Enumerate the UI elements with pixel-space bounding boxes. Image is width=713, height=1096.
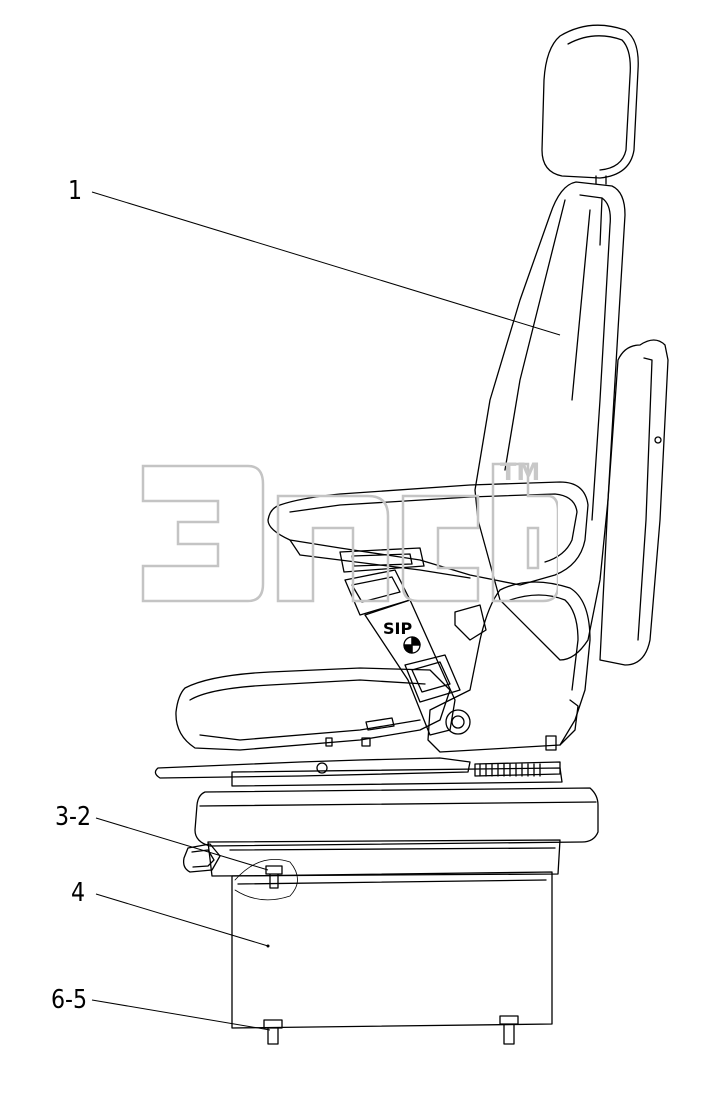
leader-3-2	[95, 817, 269, 871]
belt-holder	[339, 547, 425, 573]
leader-6-5	[91, 999, 271, 1031]
backrest-inner-1	[579, 194, 611, 521]
bolt-top	[265, 865, 283, 889]
bolt-left	[263, 1019, 283, 1045]
knob	[182, 843, 221, 873]
base-box	[231, 871, 553, 1029]
side-panel-inner	[637, 357, 653, 641]
seat-cushion	[175, 667, 451, 751]
belt-buckle-label: SIP	[383, 619, 413, 638]
side-shell	[427, 581, 591, 753]
rail-bracket	[231, 767, 563, 787]
rack	[474, 761, 561, 777]
callout-6-5: 6-5	[51, 985, 88, 1015]
callout-1: 1	[68, 176, 83, 206]
lever	[454, 604, 487, 641]
callout-3-2: 3-2	[55, 802, 92, 832]
backrest-seam	[571, 197, 603, 401]
suspension-body	[207, 839, 561, 877]
headrest-post	[595, 175, 607, 185]
leader-4	[95, 893, 269, 947]
side-panel	[599, 339, 669, 666]
callout-4: 4	[71, 878, 86, 908]
bolt-right	[499, 1015, 519, 1045]
headrest-inner	[567, 35, 631, 171]
armrest-underside	[289, 539, 471, 579]
slide-rail	[154, 757, 471, 779]
armrest-inner	[289, 493, 578, 563]
belt-anchor	[445, 709, 471, 735]
leader-1	[91, 191, 561, 336]
suspension-plate	[194, 787, 599, 847]
backrest-inner-2	[504, 199, 566, 471]
backrest	[474, 181, 626, 661]
watermark-logo	[141, 462, 558, 603]
headrest	[541, 24, 639, 179]
trademark-symbol: TM	[500, 458, 541, 486]
belt-tongue	[404, 654, 461, 703]
armrest	[267, 481, 589, 586]
